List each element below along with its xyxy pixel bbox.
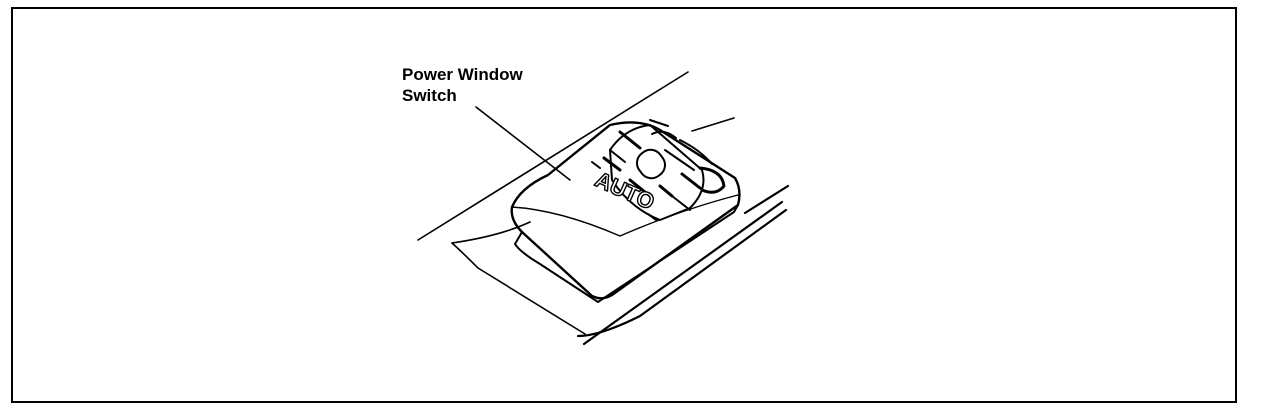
window-rocker-switch [609, 124, 705, 221]
callout-line-1: Power Window [402, 65, 523, 84]
up-down-arrows [591, 130, 702, 221]
callout-line-2: Switch [402, 86, 457, 105]
auto-label: AUTO [591, 167, 658, 215]
door-lock-switch [649, 119, 726, 194]
switch-bezel [510, 121, 741, 303]
armrest-outline [417, 71, 735, 335]
callout-leader-line [475, 106, 571, 181]
lower-rail [576, 184, 790, 346]
callout-label: Power Window Switch [402, 64, 523, 106]
diagram-frame [11, 7, 1237, 403]
